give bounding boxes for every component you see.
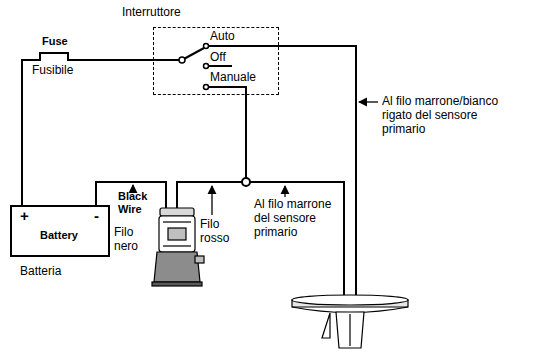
auto-wire [208, 46, 356, 295]
pump-motor [159, 216, 195, 252]
leader-arrow [284, 186, 285, 197]
sensor-top [292, 295, 408, 305]
pump-band [163, 245, 191, 246]
pump-outlet [195, 256, 204, 263]
leader-arrow [359, 101, 378, 102]
switch-box: InterruttoreAutoOffManuale [153, 27, 279, 95]
pump-base [154, 252, 200, 282]
terminal-sign: + [20, 207, 29, 224]
wire-note: Al filo marrone del sensore primario [254, 198, 340, 239]
leader-arrow [211, 186, 212, 215]
wire-label: Filo nero [114, 226, 148, 254]
red-wire [177, 182, 344, 295]
wire-junction [242, 178, 250, 186]
pump-label-plate [168, 228, 186, 240]
wires [96, 46, 356, 295]
battery-caption: Batteria [20, 265, 61, 279]
pump-cap [160, 208, 194, 216]
switch-position: Off [210, 51, 226, 65]
switch-title: Interruttore [122, 6, 181, 20]
wire-label: Black Wire [118, 190, 158, 215]
bilge-pump [152, 208, 204, 286]
wire-label: Filo rosso [200, 218, 236, 246]
auto-contact [204, 44, 209, 49]
switch-position: Manuale [210, 71, 256, 85]
switch-feed [153, 59, 179, 61]
manual-wire [208, 87, 246, 182]
wire-note: Al filo marrone/bianco rigato del sensor… [382, 95, 517, 136]
battery-label: Battery [40, 229, 78, 242]
sensor-probe [336, 312, 364, 348]
off-contact-dot [204, 64, 209, 69]
manual-contact [204, 85, 209, 90]
sensor-probe-line [349, 314, 350, 346]
switch-contacts [179, 44, 209, 90]
switch-position: Auto [210, 30, 235, 44]
primary-sensor [292, 295, 408, 348]
switch-pivot [179, 57, 185, 63]
pump-band [163, 221, 191, 222]
sensor-fin [322, 313, 330, 338]
off-contact [208, 65, 232, 67]
switch-lever [182, 48, 204, 60]
fuse-label: Fuse [42, 35, 68, 48]
pump-foot [152, 282, 202, 286]
battery-box: +-BatteryBatteria [10, 205, 110, 257]
fused-wire [22, 53, 153, 205]
fuse-label: Fusibile [32, 64, 73, 78]
terminal-sign: - [94, 207, 99, 224]
leader-arrow [132, 185, 133, 190]
